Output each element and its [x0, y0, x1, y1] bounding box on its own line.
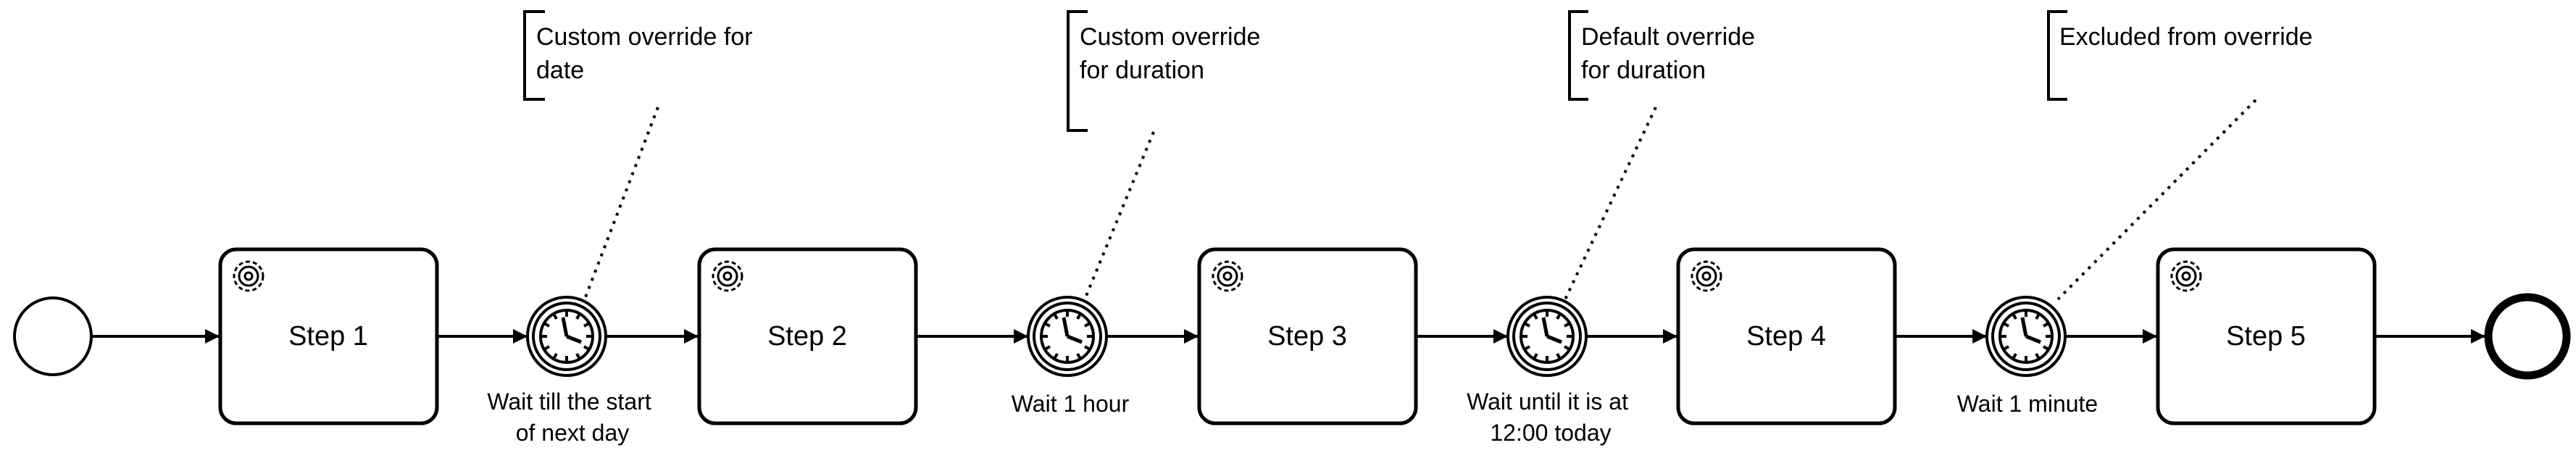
association-annotation-4[interactable] — [2056, 99, 2257, 301]
association-annotation-3[interactable] — [1564, 107, 1657, 300]
associations — [584, 99, 2257, 301]
task-label: Step 1 — [288, 321, 368, 352]
annotation-2[interactable]: Custom override for duration — [1067, 10, 1267, 132]
annotation-text: Excluded from override — [2059, 23, 2313, 51]
task-step-2[interactable]: Step 2 — [697, 247, 918, 425]
end-event[interactable] — [2484, 293, 2571, 380]
task-step-1[interactable]: Step 1 — [218, 247, 439, 425]
timer-event-4[interactable] — [1985, 296, 2067, 377]
clock-icon — [539, 309, 594, 364]
annotation-3[interactable]: Default override for duration — [1568, 10, 1762, 101]
annotation-text: Default override for duration — [1581, 23, 1762, 84]
gear-icon — [1691, 260, 1722, 292]
timer-event-2[interactable] — [1027, 296, 1108, 377]
task-step-4[interactable]: Step 4 — [1676, 247, 1897, 425]
task-label: Step 4 — [1746, 321, 1826, 352]
annotation-1[interactable]: Custom override for date — [523, 10, 759, 101]
timer-label-4: Wait 1 minute — [1957, 391, 2098, 417]
timer-label-3: Wait until it is at 12:00 today — [1467, 389, 1635, 446]
task-label: Step 2 — [767, 321, 847, 352]
clock-icon — [1998, 309, 2054, 364]
gear-icon — [1212, 260, 1243, 292]
gear-icon — [712, 260, 743, 292]
timer-event-3[interactable] — [1506, 296, 1588, 377]
task-step-5[interactable]: Step 5 — [2156, 247, 2377, 425]
annotation-4[interactable]: Excluded from override — [2047, 10, 2313, 101]
clock-icon — [1040, 309, 1095, 364]
association-annotation-2[interactable] — [1083, 131, 1155, 300]
start-event[interactable] — [13, 296, 93, 376]
timer-label-2: Wait 1 hour — [1012, 391, 1130, 417]
annotation-text: Custom override for duration — [1080, 23, 1267, 84]
timer-event-1[interactable] — [526, 296, 607, 377]
annotation-text: Custom override for date — [536, 23, 759, 84]
association-annotation-1[interactable] — [584, 107, 659, 298]
task-label: Step 5 — [2226, 321, 2306, 352]
timer-label-1: Wait till the start of next day — [487, 389, 657, 446]
gear-icon — [233, 260, 264, 292]
task-label: Step 3 — [1267, 321, 1347, 352]
clock-icon — [1520, 309, 1575, 364]
gear-icon — [2170, 260, 2202, 292]
task-step-3[interactable]: Step 3 — [1197, 247, 1418, 425]
